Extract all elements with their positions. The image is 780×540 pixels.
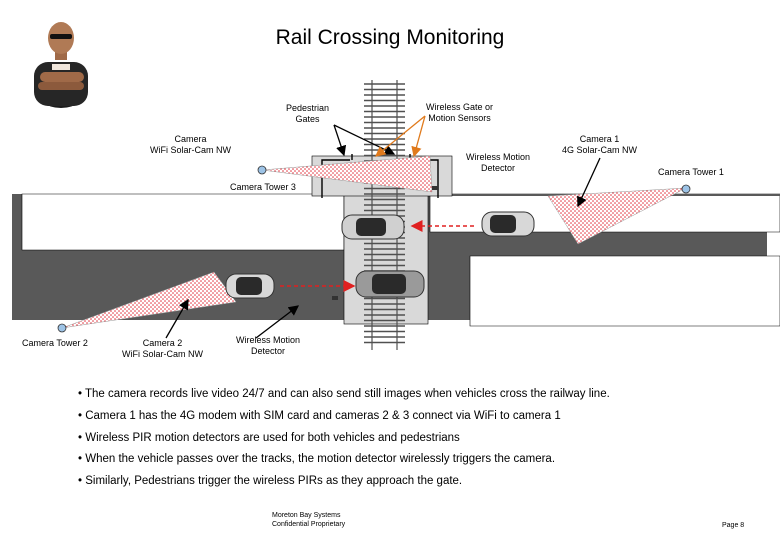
camera-3-beam	[261, 155, 433, 193]
camera-tower-3-dot	[257, 165, 267, 175]
camera-tower-1-dot	[681, 184, 691, 194]
car-left	[225, 273, 275, 299]
bullet-list: • The camera records live video 24/7 and…	[78, 388, 610, 497]
motion-detector-top	[432, 186, 438, 190]
mascot-figure	[34, 22, 88, 108]
bullet-item: • Similarly, Pedestrians trigger the wir…	[78, 475, 463, 488]
motion-detector-bottom	[332, 296, 338, 300]
camera-tower-2-label: Camera Tower 2	[22, 338, 88, 348]
bullet-item: • Camera 1 has the 4G modem with SIM car…	[78, 409, 561, 422]
camera-tower-2-dot	[57, 323, 67, 333]
camera-2-beam	[61, 271, 237, 329]
camera-tower-1-label: Camera Tower 1	[658, 167, 724, 177]
car-right	[481, 211, 535, 237]
page-number: Page 8	[722, 522, 745, 529]
car-crossing-bottom	[355, 270, 425, 298]
bullet-item: • The camera records live video 24/7 and…	[78, 388, 610, 400]
bullet-item: • When the vehicle passes over the track…	[78, 453, 556, 466]
page-title: Rail Crossing Monitoring	[275, 26, 505, 49]
car-crossing-top	[341, 214, 405, 240]
camera-tower-3-label: Camera Tower 3	[230, 182, 296, 192]
bullet-item: • Wireless PIR motion detectors are used…	[78, 431, 460, 444]
